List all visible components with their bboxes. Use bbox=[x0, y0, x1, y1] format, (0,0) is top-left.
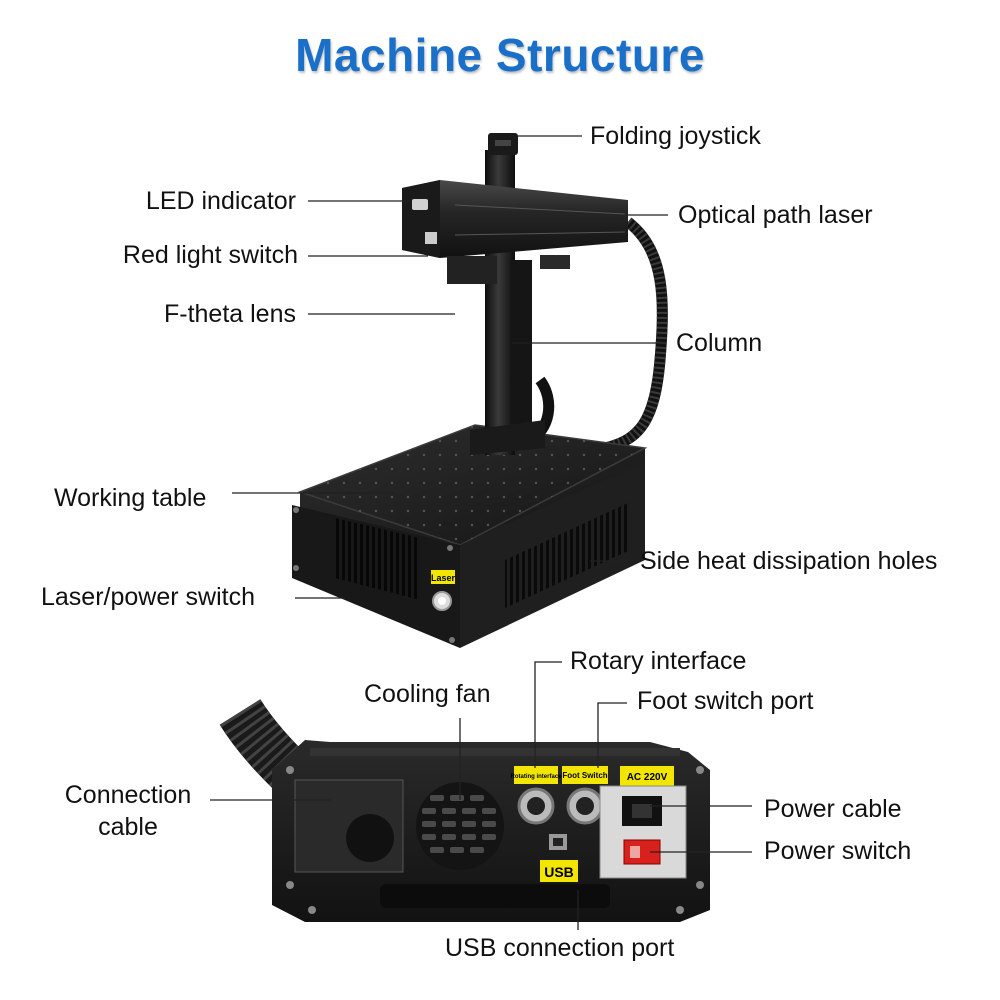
label-cooling-fan: Cooling fan bbox=[364, 680, 491, 708]
laser-tag bbox=[431, 570, 455, 584]
cooling-fan-grille bbox=[416, 782, 504, 870]
label-power-switch: Power switch bbox=[764, 837, 912, 865]
label-column: Column bbox=[676, 329, 763, 357]
label-foot-switch-port: Foot switch port bbox=[637, 687, 814, 715]
f-theta-lens bbox=[447, 256, 497, 284]
label-connection-cable-line1: Connection bbox=[64, 781, 192, 809]
foot-switch-tag-text: Foot Switch bbox=[562, 771, 607, 780]
label-red-light-switch: Red light switch bbox=[122, 241, 298, 269]
rotating-interface-tag bbox=[514, 766, 558, 784]
label-folding-joystick: Folding joystick bbox=[590, 122, 761, 150]
label-connection-cable-line2: cable bbox=[98, 813, 158, 841]
label-led-indicator: LED indicator bbox=[145, 187, 296, 215]
usb-tag bbox=[540, 860, 578, 882]
label-side-heat-dissipation-holes: Side heat dissipation holes bbox=[640, 547, 938, 575]
label-optical-path-laser: Optical path laser bbox=[678, 201, 873, 229]
red-light-switch bbox=[425, 232, 437, 244]
laser-tag-text: Laser bbox=[431, 573, 456, 583]
label-f-theta-lens: F-theta lens bbox=[163, 300, 296, 328]
laser-head bbox=[402, 180, 628, 284]
working-table-base: Laser bbox=[292, 424, 648, 648]
label-usb-connection-port: USB connection port bbox=[445, 934, 675, 962]
label-rotary-interface: Rotary interface bbox=[570, 647, 747, 675]
led-indicator bbox=[412, 199, 428, 210]
label-laser-power-switch: Laser/power switch bbox=[41, 583, 255, 611]
back-panel: Rotating interface Foot Switch AC 220V U… bbox=[219, 698, 710, 922]
usb-tag-text: USB bbox=[544, 864, 574, 880]
label-working-table: Working table bbox=[54, 484, 207, 512]
foot-switch-tag bbox=[562, 766, 608, 784]
column bbox=[470, 133, 545, 455]
leader-lines bbox=[210, 135, 752, 930]
page-title: Machine Structure bbox=[295, 29, 705, 81]
ac-220v-tag-text: AC 220V bbox=[627, 772, 668, 783]
label-power-cable: Power cable bbox=[764, 795, 902, 823]
rotating-interface-tag-text: Rotating interface bbox=[510, 774, 562, 780]
ac-220v-tag bbox=[620, 766, 674, 786]
